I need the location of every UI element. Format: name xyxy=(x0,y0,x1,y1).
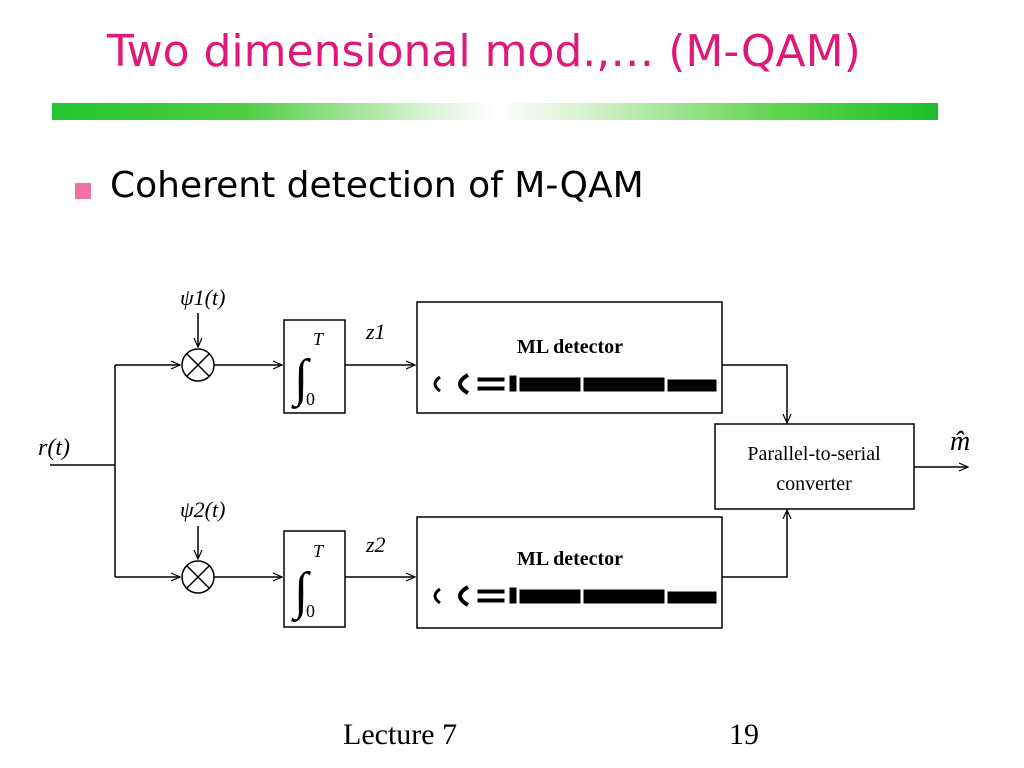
integrator-1-lower-limit: 0 xyxy=(306,389,315,409)
basis2-label: ψ2(t) xyxy=(180,497,225,522)
integral-2-icon: ∫ xyxy=(291,563,311,622)
det1-to-p2s xyxy=(722,364,787,423)
output-label: m̂ xyxy=(950,426,970,457)
bullet-square-icon xyxy=(75,183,91,199)
p2s-label-line1: Parallel-to-serial xyxy=(747,443,881,465)
multiplier-2-icon xyxy=(181,560,215,594)
integrator-2-lower-limit: 0 xyxy=(306,601,315,621)
integrator-1-box xyxy=(283,319,346,414)
ml-detector-2-formula-glyph xyxy=(433,585,717,607)
bullet-text: Coherent detection of M-QAM xyxy=(110,165,644,206)
integral-1-icon: ∫ xyxy=(291,350,311,409)
ml-detector-1-title: ML detector xyxy=(517,336,623,358)
integrator-1-upper-limit: T xyxy=(313,329,325,349)
det2-to-p2s xyxy=(722,510,787,578)
footer-page-number: 19 xyxy=(729,718,759,751)
z2-label: z2 xyxy=(365,532,386,557)
basis1-label: ψ1(t) xyxy=(180,285,225,310)
slide-title: Two dimensional mod.,… (M-QAM) xyxy=(107,26,861,77)
title-underline-bar xyxy=(52,103,938,120)
integrator-2-box xyxy=(283,530,346,628)
integrator-2-upper-limit: T xyxy=(313,541,325,561)
ml-detector-1-formula-glyph xyxy=(433,373,717,395)
ml-detector-2-box xyxy=(416,516,723,629)
p2s-converter-box xyxy=(714,423,915,510)
z1-label: z1 xyxy=(365,319,386,344)
ml-detector-1-box xyxy=(416,301,723,414)
footer-lecture: Lecture 7 xyxy=(343,718,458,751)
input-label: r(t) xyxy=(38,435,70,461)
multiplier-1-icon xyxy=(181,348,215,382)
p2s-label-line2: converter xyxy=(776,473,852,495)
ml-detector-2-title: ML detector xyxy=(517,548,623,570)
